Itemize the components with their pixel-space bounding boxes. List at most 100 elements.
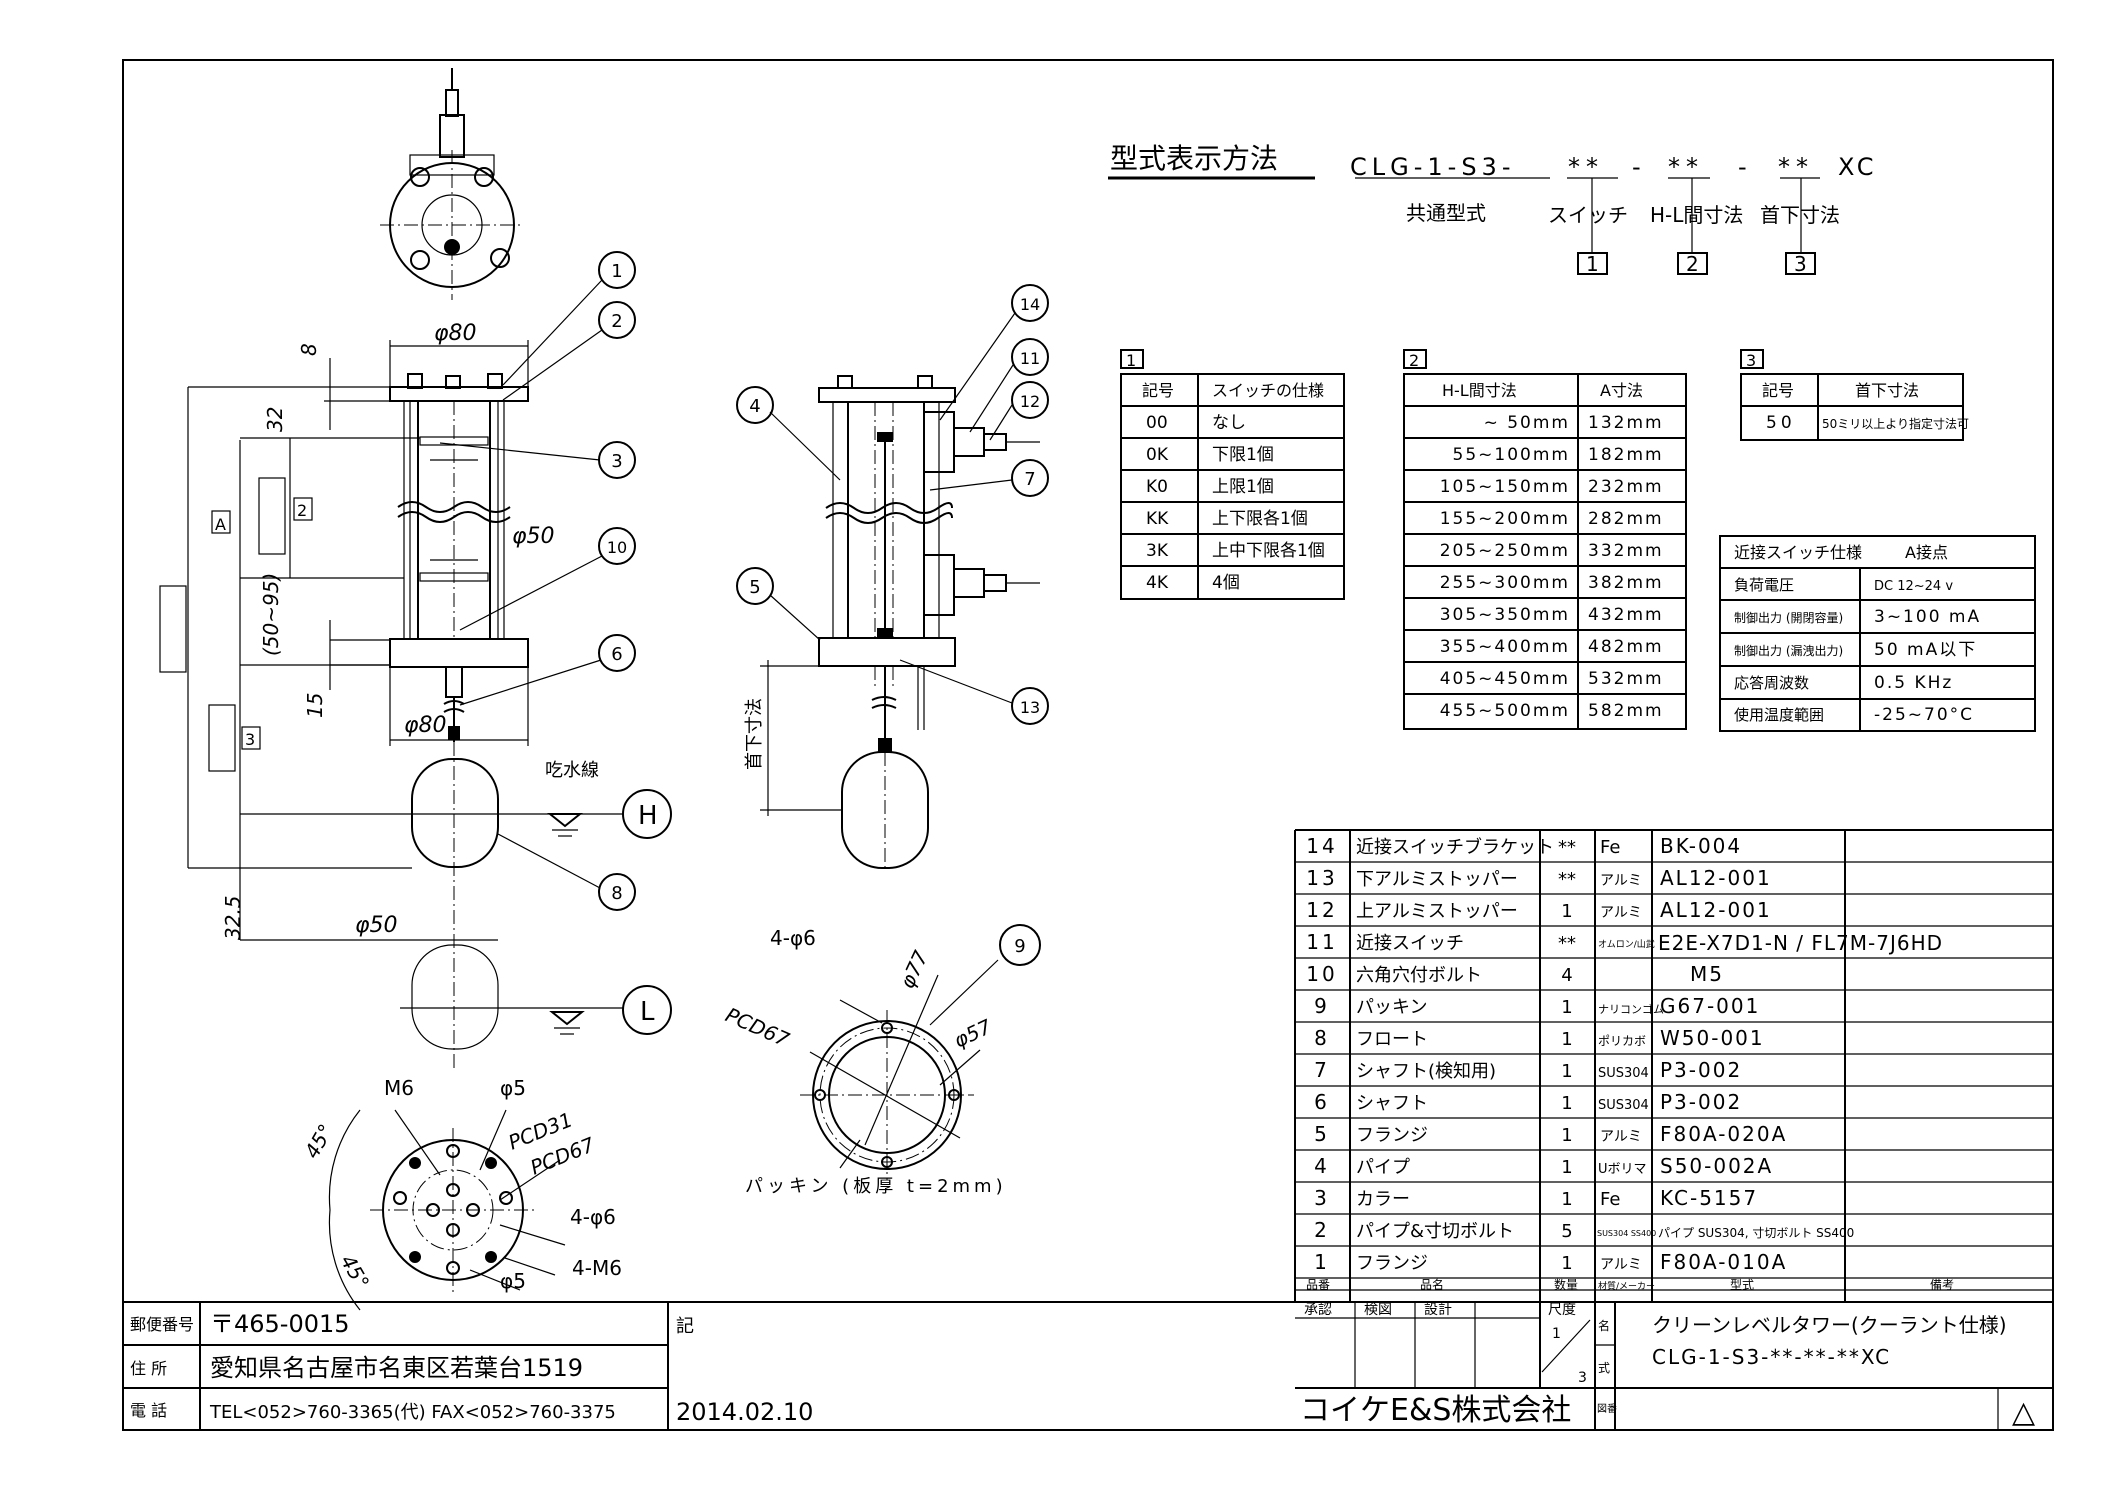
table2-row-hl: 155~200mm (1440, 509, 1570, 529)
packing-4phi6: 4-φ6 (770, 926, 816, 950)
flange-45-b: 45° (336, 1251, 375, 1294)
balloon-1: 1 (611, 261, 622, 282)
table1-row-code: KK (1146, 509, 1169, 529)
model-code-switch: ** (1568, 153, 1604, 181)
table2-row-hl: 405~450mm (1440, 669, 1570, 689)
balloon-14: 14 (1020, 295, 1040, 314)
title-drawing-no-label: 図番 (1597, 1403, 1617, 1415)
part-material: Fe (1600, 1189, 1620, 1210)
table3-tag: 3 (1746, 351, 1756, 370)
table2-row-hl: 255~300mm (1440, 573, 1570, 593)
table1-grid (1120, 349, 1345, 600)
table1-header-spec: スイッチの仕様 (1212, 381, 1324, 400)
model-code-hl: ** (1668, 153, 1704, 181)
title-type-label: 式 (1598, 1361, 1610, 1375)
table3-row-code: 50 (1766, 413, 1796, 433)
revision-mark: △ (2012, 1395, 2035, 1430)
balloon-9: 9 (1014, 936, 1025, 957)
dim-15: 15 (303, 693, 327, 718)
part-no: 6 (1314, 1090, 1330, 1114)
address-zip: 〒465-0015 (210, 1310, 350, 1338)
balloon-4: 4 (749, 396, 760, 417)
part-no: 13 (1306, 866, 1337, 890)
part-qty: 4 (1561, 965, 1572, 986)
table2-row-a: 182mm (1588, 445, 1664, 465)
model-code-xc: XC (1838, 153, 1877, 181)
drawing-frame (122, 59, 2054, 1431)
part-name: シャフト (1356, 1093, 1428, 1114)
part-qty: 5 (1561, 1221, 1572, 1242)
part-no: 5 (1314, 1122, 1330, 1146)
part-material: SUS304 (1598, 1098, 1649, 1113)
part-name: カラー (1356, 1189, 1410, 1210)
spec-row-label: 使用温度範囲 (1734, 706, 1824, 724)
part-type: E2E-X7D1-N / FL7M-7J6HD (1658, 931, 1943, 955)
part-type: P3-002 (1660, 1058, 1742, 1082)
packing-pcd67: PCD67 (722, 1003, 793, 1052)
table2-row-hl: 55~100mm (1453, 445, 1570, 465)
spec-row-value: 50 mA以下 (1874, 640, 1977, 660)
address-addr: 愛知県名古屋市名東区若葉台1519 (210, 1354, 583, 1382)
part-material: オムロン/山武 (1598, 938, 1655, 950)
table2-row-hl: 205~250mm (1440, 541, 1570, 561)
part-no: 7 (1314, 1058, 1330, 1082)
part-name: フランジ (1356, 1253, 1428, 1274)
table2-row-a: 432mm (1588, 605, 1664, 625)
table1-row-code: 4K (1146, 573, 1169, 593)
part-material: Fe (1600, 837, 1620, 858)
dim-phi80-top: φ80 (434, 321, 477, 346)
title-product-name: クリーンレベルタワー(クーラント仕様) (1652, 1313, 2007, 1337)
flange-phi5-a: φ5 (500, 1076, 526, 1100)
part-no: 10 (1306, 962, 1337, 986)
parts-header-type: 型式 (1730, 1278, 1754, 1292)
model-code-neck: ** (1778, 153, 1814, 181)
part-name: シャフト(検知用) (1356, 1061, 1496, 1082)
part-qty: 1 (1561, 1061, 1572, 1082)
part-name: フランジ (1356, 1125, 1428, 1146)
address-label-zip: 郵便番号 (130, 1315, 194, 1334)
address-label-addr: 住 所 (130, 1359, 167, 1378)
part-material: SUS304 SS400 (1597, 1229, 1656, 1238)
balloon-12: 12 (1020, 392, 1040, 411)
part-type: BK-004 (1660, 834, 1742, 858)
part-material: ナリコンゴム (1598, 1002, 1664, 1016)
table1-row-spec: 上限1個 (1212, 477, 1274, 497)
table3-row-neck: 50ミリ以上より指定寸法可 (1822, 416, 1969, 431)
packing-phi57: φ57 (950, 1014, 995, 1052)
packing-caption: パッキン (板厚 t=2mm) (745, 1176, 1007, 1197)
title-design: 設計 (1424, 1302, 1452, 1318)
dim-box-2: 2 (297, 501, 307, 520)
table2-row-a: 332mm (1588, 541, 1664, 561)
packing-phi77: φ77 (895, 947, 933, 992)
part-type: KC-5157 (1660, 1186, 1758, 1210)
model-label-neck: 首下寸法 (1760, 203, 1840, 227)
table2-row-hl: 105~150mm (1440, 477, 1570, 497)
spec-row-value: 0.5 KHz (1874, 673, 1953, 693)
table2-row-a: 132mm (1588, 413, 1664, 433)
model-format-heading: 型式表示方法 (1110, 142, 1278, 175)
part-name: 近接スイッチブラケット (1356, 836, 1554, 858)
dim-box-a: A (215, 515, 226, 534)
balloon-8: 8 (611, 883, 622, 904)
part-material: アルミ (1600, 1129, 1642, 1145)
title-company: コイケE&S株式会社 (1300, 1393, 1571, 1428)
balloon-10: 10 (607, 538, 627, 557)
part-qty: 1 (1561, 1157, 1572, 1178)
spec-row-label: 制御出力 (開閉容量) (1734, 610, 1843, 625)
flange-bottom-view (328, 1109, 566, 1311)
part-type: P3-002 (1660, 1090, 1742, 1114)
level-h-label: H (638, 801, 658, 831)
part-name: パイプ&寸切ボルト (1356, 1221, 1514, 1242)
model-label-common: 共通型式 (1406, 201, 1486, 225)
balloon-7: 7 (1024, 469, 1035, 490)
address-date: 2014.02.10 (676, 1398, 813, 1426)
spec-table-grid (1719, 535, 2036, 732)
part-type: AL12-001 (1660, 898, 1772, 922)
balloon-6: 6 (611, 644, 622, 665)
table2-row-hl: 305~350mm (1440, 605, 1570, 625)
table1-row-spec: 上下限各1個 (1212, 509, 1308, 529)
flange-m6: M6 (384, 1076, 414, 1100)
title-scale-top: 1 (1552, 1326, 1561, 1342)
title-approval: 承認 (1304, 1302, 1332, 1318)
parts-header-note: 備考 (1930, 1277, 1954, 1292)
